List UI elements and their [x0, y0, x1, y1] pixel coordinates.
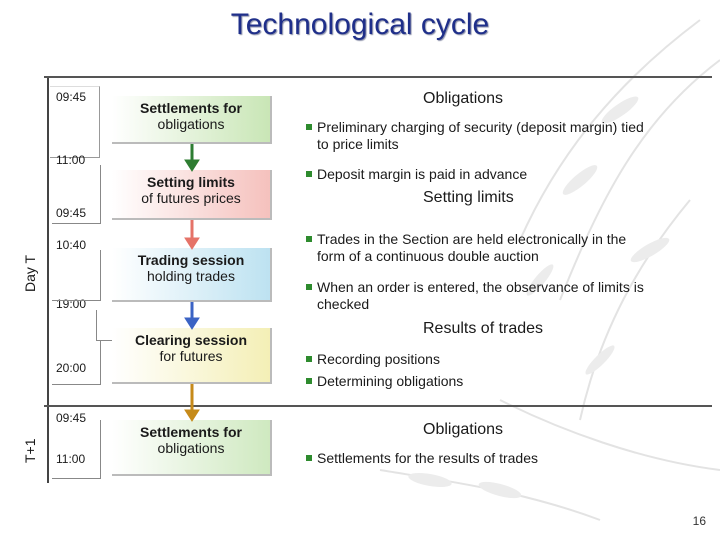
bullet-square-icon: [306, 284, 312, 290]
down-arrow-icon: [184, 144, 200, 172]
time-bracket: [52, 250, 101, 301]
top-divider: [44, 76, 712, 78]
time-label: 09:45: [56, 411, 87, 425]
page-title: Technological cycle: [230, 8, 490, 41]
page-number: 16: [692, 514, 706, 528]
down-arrow-icon: [184, 220, 200, 250]
stage-setting-limits: Setting limits of futures prices: [112, 170, 272, 220]
heading-obligations: Obligations: [423, 90, 504, 107]
stage-title: Trading session: [137, 252, 245, 268]
stage-title: Settlements for: [140, 100, 242, 116]
time-bracket: [96, 310, 115, 341]
bullet-square-icon: [306, 378, 312, 384]
bullet-deposit-margin: Deposit margin is paid in advance: [306, 166, 706, 183]
bullet-square-icon: [306, 124, 312, 130]
bullet-determining-obligations: Determining obligations: [306, 373, 706, 390]
stage-settlements: Settlements for obligations: [112, 96, 272, 144]
bullet-trades-electronic: Trades in the Section are held electroni…: [306, 231, 706, 265]
down-arrow-icon: [184, 302, 200, 330]
time-bracket: [52, 340, 101, 385]
bullet-order-limits: When an order is entered, the observance…: [306, 279, 706, 313]
stage-subtitle: for futures: [159, 348, 223, 364]
day-t-label: Day T: [22, 254, 38, 292]
bullet-square-icon: [306, 236, 312, 242]
stage-subtitle: holding trades: [147, 268, 235, 284]
day-separator: [44, 405, 712, 407]
bullet-recording-positions: Recording positions: [306, 351, 706, 368]
time-label: 10:40: [56, 238, 87, 252]
heading-results-of-trades: Results of trades: [423, 320, 544, 337]
time-label: 09:45: [56, 206, 87, 220]
time-label: 11:00: [56, 153, 86, 167]
down-arrow-icon: [184, 384, 200, 422]
time-block-settlements: 09:45: [50, 86, 100, 158]
day-t-timeline: [47, 78, 49, 407]
stage-subtitle: of futures prices: [141, 190, 241, 206]
stage-title: Settlements for: [140, 424, 242, 440]
time-bracket: [52, 165, 101, 224]
t-plus-1-timeline: [47, 407, 49, 483]
stage-subtitle: obligations: [157, 116, 225, 132]
time-label: 09:45: [56, 90, 87, 104]
heading-setting-limits: Setting limits: [423, 189, 514, 206]
bullet-square-icon: [306, 356, 312, 362]
bullet-square-icon: [306, 455, 312, 461]
stage-trading-session: Trading session holding trades: [112, 248, 272, 302]
heading-obligations-t1: Obligations: [423, 421, 504, 438]
bullet-square-icon: [306, 171, 312, 177]
stage-subtitle: obligations: [157, 440, 225, 456]
time-bracket: [52, 420, 101, 479]
stage-clearing-session: Clearing session for futures: [112, 328, 272, 384]
stage-final-settlements: Settlements for obligations: [112, 420, 272, 476]
t-plus-1-label: T+1: [22, 438, 38, 463]
bullet-settlements-results: Settlements for the results of trades: [306, 450, 706, 467]
time-label: 11:00: [56, 452, 86, 466]
bullet-preliminary-charging: Preliminary charging of security (deposi…: [306, 119, 706, 153]
time-label: 20:00: [56, 361, 87, 375]
stage-title: Setting limits: [147, 174, 235, 190]
stage-title: Clearing session: [134, 332, 248, 348]
